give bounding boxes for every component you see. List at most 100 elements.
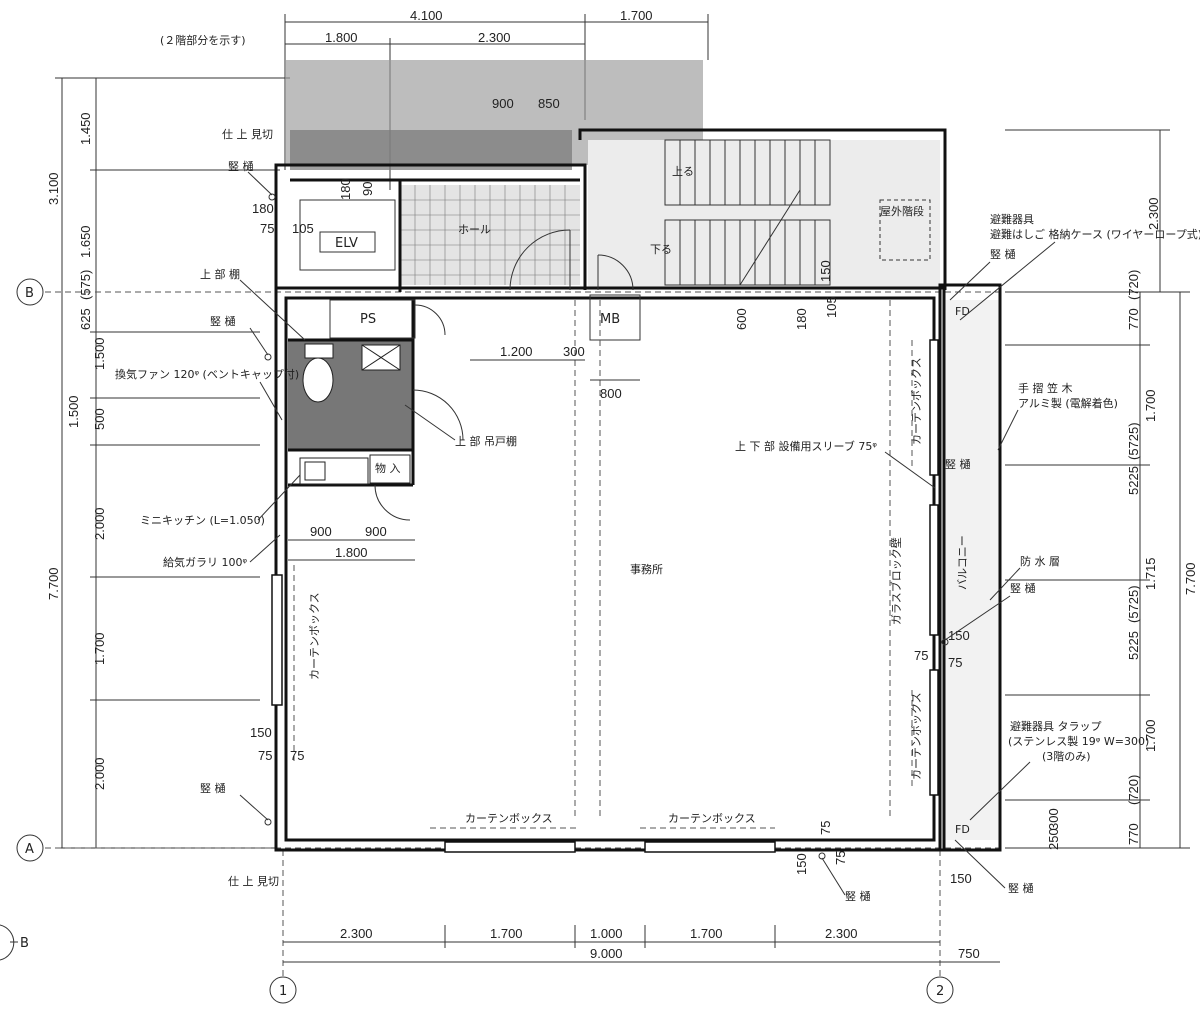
label-mini-kitchen: ミニキッチン (L=1.050) — [140, 514, 265, 527]
dim-int-105b: 105 — [292, 221, 314, 236]
label-upper-shelf: 上 部 棚 — [200, 267, 240, 281]
left-dimensions: 3.100 1.450 1.650 7.700 625 (575) 1.500 … — [46, 77, 290, 849]
annotations-right: 上 下 部 設備用スリーブ 75ᵠ 避難器具 避難はしご 格納ケース (ワイヤー… — [735, 212, 1200, 903]
label-drain-left-top: 竪 樋 — [228, 159, 254, 173]
label-mb: MB — [600, 312, 620, 327]
label-drain-right-top: 竪 樋 — [990, 247, 1016, 261]
label-evac-bot-3: (3階のみ) — [1042, 749, 1091, 763]
label-office: 事務所 — [630, 562, 663, 576]
dim-right-1700b: 1.700 — [1143, 719, 1158, 752]
label-handrail-1: 手 摺 笠 木 — [1018, 381, 1073, 395]
dim-left-7700: 7.700 — [46, 567, 61, 600]
dim-left-2000a: 2.000 — [92, 507, 107, 540]
dim-right-2300: 2.300 — [1146, 197, 1161, 230]
dim-int-1800: 1.800 — [335, 545, 368, 560]
dim-int-900c: 900 — [492, 96, 514, 111]
dim-int-75g: 75 — [833, 851, 848, 865]
dim-int-150a: 150 — [250, 725, 272, 740]
label-down: 下る — [650, 243, 672, 256]
dim-right-720b: (720) — [1126, 775, 1141, 805]
dim-left-1700: 1.700 — [92, 632, 107, 665]
label-drain-bottom: 竪 樋 — [845, 889, 871, 903]
dim-int-850: 850 — [538, 96, 560, 111]
grid-bubble-1 — [269, 976, 297, 1004]
dim-int-1200: 1.200 — [500, 344, 533, 359]
dim-int-800: 800 — [600, 386, 622, 401]
grid-label-2: 2 — [936, 984, 944, 999]
dim-bot-2300b: 2.300 — [825, 926, 858, 941]
dim-right-5725b: (5725) — [1126, 585, 1141, 623]
right-dimensions: 2.300 7.700 770 (720) 1.700 5225 (5725) … — [1005, 129, 1198, 850]
grid-lines: B A 1 2 B — [0, 278, 1000, 1004]
dim-int-75e: 75 — [948, 655, 962, 670]
doors — [374, 229, 634, 521]
dim-bot-1700a: 1.700 — [490, 926, 523, 941]
dim-left-1500a: 1.500 — [92, 337, 107, 370]
label-fd2: FD — [955, 823, 970, 836]
storage-box — [369, 454, 411, 484]
label-upper-cabinet: 上 部 吊戸棚 — [455, 434, 517, 448]
dim-right-5725a: (5725) — [1126, 422, 1141, 460]
grid-label-a: A — [25, 842, 34, 857]
dim-left-3100: 3.100 — [46, 172, 61, 205]
label-second-floor: (２階部分を示す) — [160, 33, 246, 47]
dim-right-5225b: 5225 — [1126, 631, 1141, 660]
bottom-dimensions: 2.300 1.700 1.000 1.700 2.300 9.000 750 — [283, 925, 1000, 963]
dim-left-575: (575) — [78, 270, 93, 300]
dim-right-1700a: 1.700 — [1143, 389, 1158, 422]
label-ps: PS — [360, 312, 376, 327]
label-evac-top-2: 避難はしご 格納ケース (ワイヤーロープ式) — [990, 227, 1200, 241]
dim-int-150b: 150 — [948, 628, 970, 643]
label-evac-bot-2: (ステンレス製 19ᵠ W=300) — [1008, 734, 1149, 748]
grid-label-b-edge: B — [20, 936, 29, 951]
label-drain-bottom-right: 竪 樋 — [1008, 881, 1034, 895]
curtain-box-labels: カーテンボックス カーテンボックス カーテンボックス カーテンボックス カーテン… — [308, 357, 923, 825]
dim-int-75a: 75 — [260, 221, 274, 236]
label-curtain-box-r1: カーテンボックス — [910, 357, 923, 445]
dim-left-1650: 1.650 — [78, 225, 93, 258]
dim-right-250: 250 — [1046, 828, 1061, 850]
dim-left-1500b: 1.500 — [66, 395, 81, 428]
windows — [271, 339, 939, 853]
label-drain-left-mid: 竪 樋 — [210, 314, 236, 328]
label-drain-right-mid1: 竪 樋 — [945, 457, 971, 471]
dim-right-770b: 770 — [1126, 823, 1141, 845]
dim-left-1450: 1.450 — [78, 112, 93, 145]
dim-int-75b: 75 — [258, 748, 272, 763]
dim-right-7700: 7.700 — [1183, 562, 1198, 595]
dim-left-2000b: 2.000 — [92, 757, 107, 790]
label-balcony: バルコニー — [956, 535, 969, 590]
dim-top-4100: 4.100 — [410, 8, 443, 23]
label-storage: 物 入 — [375, 461, 401, 475]
label-fd1: FD — [955, 305, 970, 318]
dim-bot-2300a: 2.300 — [340, 926, 373, 941]
toilet-fixtures — [299, 343, 411, 485]
label-drain-left-bot: 竪 樋 — [200, 781, 226, 795]
dim-int-75d: 75 — [914, 648, 928, 663]
staircase — [664, 139, 931, 286]
dim-int-90: 90 — [360, 182, 375, 196]
grid-label-1: 1 — [279, 984, 287, 999]
walls — [274, 128, 1002, 852]
hall-tile-grid — [400, 185, 580, 285]
dim-int-75f: 75 — [818, 821, 833, 835]
dim-top-1800: 1.800 — [325, 30, 358, 45]
dim-bot-9000: 9.000 — [590, 946, 623, 961]
curtain-box-lines — [293, 300, 913, 829]
grid-bubble-a — [16, 834, 44, 862]
label-glass-block: ガラスブロック壁 — [889, 537, 903, 625]
dim-int-600: 600 — [734, 308, 749, 330]
dim-int-75c: 75 — [290, 748, 304, 763]
label-sleeve: 上 下 部 設備用スリーブ 75ᵠ — [735, 439, 877, 453]
interior-dimensions: 1.200 300 800 600 180 105 900 900 1.800 … — [250, 96, 972, 886]
dim-left-500: 500 — [92, 408, 107, 430]
label-finish-left-bot: 仕 上 見切 — [228, 875, 279, 888]
grid-label-b: B — [25, 286, 34, 301]
dim-right-720a: (720) — [1126, 270, 1141, 300]
dim-top-1700: 1.700 — [620, 8, 653, 23]
dim-int-900b: 900 — [365, 524, 387, 539]
dim-int-180b: 180 — [252, 201, 274, 216]
label-evac-top-1: 避難器具 — [990, 212, 1034, 226]
dim-int-150d: 150 — [950, 871, 972, 886]
